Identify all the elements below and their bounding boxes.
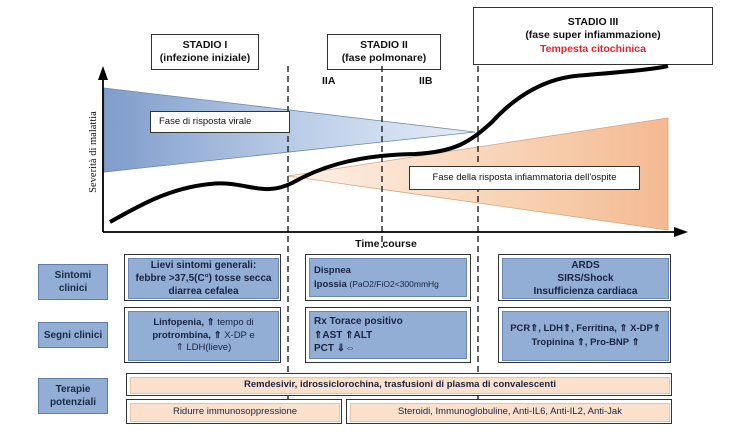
row-label-terapie-line2: potenziali [49, 397, 97, 408]
cell-sintomi-stage3-content: ARDS SIRS/Shock Insufficienza cardiaca [502, 258, 669, 299]
segni-s3-line1: PCR⇑, LDH⇑, Ferritina, ⇑ X-DP⇑ [510, 323, 661, 335]
stage-3-subtitle: (fase super infiammazione) [525, 29, 661, 42]
sintomi-s3-line1: ARDS [571, 260, 600, 271]
cell-segni-stage3-content: PCR⇑, LDH⇑, Ferritina, ⇑ X-DP⇑ Tropinina… [502, 311, 669, 361]
cell-segni-stage1-content: Linfopenia, ⇑ tempo di protrombina, ⇑ X-… [128, 311, 279, 361]
segni-s1-line1b: tempo di [217, 316, 254, 328]
stage-3-box: STADIO III (fase super infiammazione) Te… [473, 7, 713, 65]
cell-segni-stage3: PCR⇑, LDH⇑, Ferritina, ⇑ X-DP⇑ Tropinina… [498, 307, 671, 363]
segni-s3-line2: Tropinina ⇑, Pro-BNP ⇑ [531, 337, 640, 348]
segni-s1-line3: ⇑ LDH(lieve) [176, 342, 231, 355]
sintomi-s1-line1: Lievi sintomi generali: [150, 260, 257, 271]
therapy-left-box: Ridurre immunosoppressione [126, 399, 342, 424]
segni-s1-line2a: protrombina, ⇑ [152, 329, 225, 341]
row-label-terapie: Terapie potenziali [38, 378, 108, 414]
cell-sintomi-stage2: Dispnea Ipossia (PaO2/FiO2<300mmHg [305, 254, 471, 301]
sintomi-s3-line2: SIRS/Shock [557, 273, 614, 284]
severity-curve [109, 64, 669, 224]
row-label-sintomi-line2: clinici [58, 283, 88, 294]
stage-1-box: STADIO I (infezione iniziale) [151, 34, 259, 70]
therapy-right-box: Steroidi, Immunoglobuline, Anti-IL6, Ant… [346, 399, 672, 424]
sintomi-s1-line3: diarrea cefalea [168, 286, 239, 297]
segni-s1-line1a: Linfopenia, ⇑ [153, 316, 218, 328]
segni-s1-line2: protrombina, ⇑ X-DP e [152, 330, 254, 343]
cell-sintomi-stage3: ARDS SIRS/Shock Insufficienza cardiaca [498, 254, 671, 301]
host-phase-label: Fase della risposta infiammatoria dell'o… [409, 166, 640, 190]
row-label-sintomi-line1: Sintomi [54, 270, 92, 281]
therapy-wide-box: Remdesivir, idrossiclorochina, trasfusio… [126, 373, 672, 396]
cell-segni-stage2: Rx Torace positivo ⇑AST ⇑ALT PCT ⇓⇔ [305, 307, 471, 363]
segni-s2-line1: Rx Torace positivo [314, 316, 403, 327]
sintomi-s2-line2: Ipossia (PaO2/FiO2<300mmHg [314, 278, 462, 292]
row-label-terapie-line1: Terapie [55, 384, 91, 395]
therapy-wide-text: Remdesivir, idrossiclorochina, trasfusio… [130, 377, 670, 394]
sintomi-s3-line3: Insufficienza cardiaca [533, 286, 638, 297]
row-label-sintomi: Sintomi clinici [38, 264, 108, 300]
stage-2-subtitle: (fase polmonare) [341, 52, 427, 64]
stage-3-note: Tempesta citochinica [539, 42, 646, 55]
therapy-right-text: Steroidi, Immunoglobuline, Anti-IL6, Ant… [350, 403, 670, 422]
y-axis-label: Severità di malattia [88, 111, 99, 193]
stage-3-title: STADIO III [567, 16, 619, 29]
sintomi-s2-line2b: (PaO2/FiO2<300mmHg [349, 278, 439, 289]
segni-s2-line2: ⇑AST ⇑ALT [314, 329, 373, 341]
x-axis-label: Time course [355, 238, 417, 250]
stage-1-title: STADIO I [182, 38, 228, 51]
y-axis-arrow [98, 66, 108, 80]
row-label-segni-text: Segni clinici [43, 329, 103, 341]
sintomi-s1-line2: febbre >37,5(C°) tosse secca [135, 273, 272, 284]
segni-s1-line3b: LDH(lieve) [186, 342, 232, 354]
segni-s2-line3: PCT ⇓⇔ [314, 343, 356, 354]
stage-1-subtitle: (infezione iniziale) [159, 52, 251, 64]
row-label-segni: Segni clinici [38, 322, 108, 348]
sintomi-s2-line2a: Ipossia [314, 278, 350, 290]
x-axis-arrow [674, 227, 688, 237]
substage-iia: IIA [322, 75, 336, 87]
therapy-left-text: Ridurre immunosoppressione [130, 403, 340, 422]
cell-segni-stage1: Linfopenia, ⇑ tempo di protrombina, ⇑ X-… [124, 307, 281, 363]
cell-sintomi-stage1-content: Lievi sintomi generali: febbre >37,5(C°)… [128, 258, 279, 299]
cell-sintomi-stage1: Lievi sintomi generali: febbre >37,5(C°)… [124, 254, 281, 301]
substage-iib: IIB [419, 75, 433, 87]
segni-s1-line2b: X-DP e [224, 329, 255, 341]
segni-s1-line1: Linfopenia, ⇑ tempo di [153, 317, 253, 330]
stage-2-box: STADIO II (fase polmonare) [327, 34, 441, 70]
viral-phase-label: Fase di risposta virale [150, 111, 290, 133]
stage-2-title: STADIO II [360, 38, 408, 51]
cell-sintomi-stage2-content: Dispnea Ipossia (PaO2/FiO2<300mmHg [309, 258, 467, 297]
cell-segni-stage2-content: Rx Torace positivo ⇑AST ⇑ALT PCT ⇓⇔ [309, 311, 467, 359]
segni-s1-line3a: ⇑ [175, 342, 187, 354]
sintomi-s2-line1: Dispnea [314, 265, 351, 276]
